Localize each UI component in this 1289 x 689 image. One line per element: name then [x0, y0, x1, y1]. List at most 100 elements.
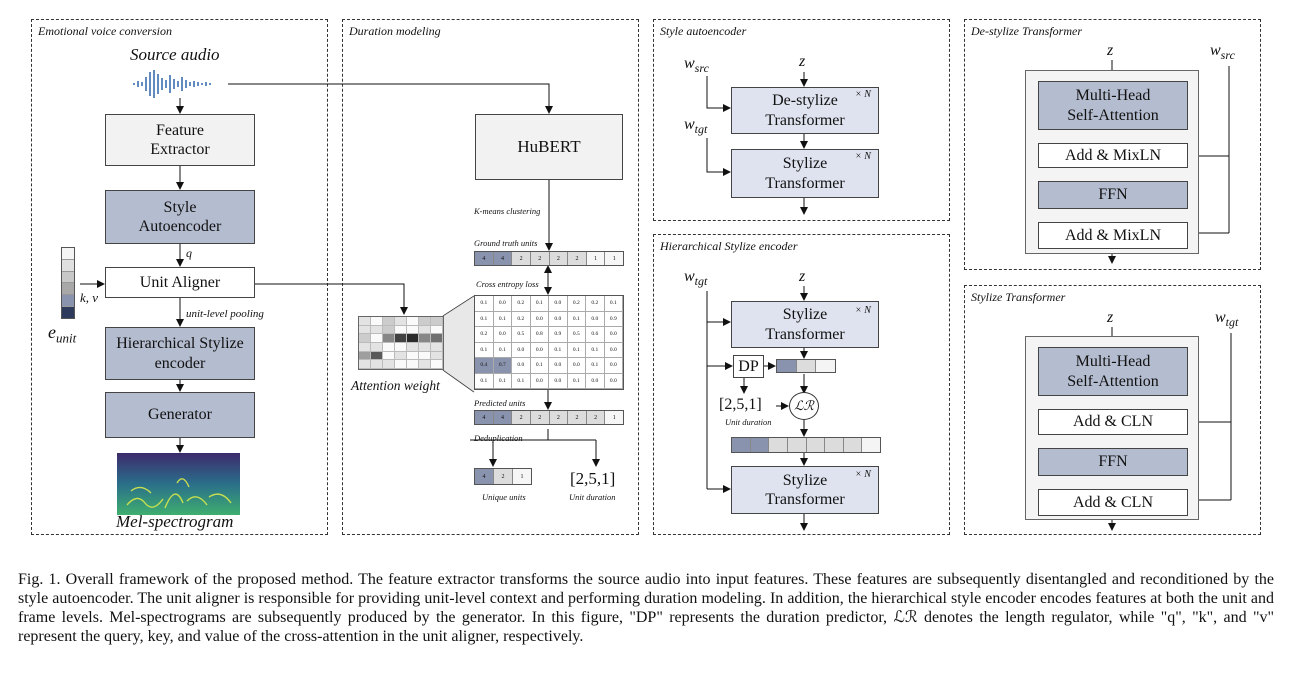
unit-duration-value: [2,5,1]	[570, 469, 616, 488]
attention-cell	[371, 317, 383, 326]
unit-duration-label: Unit duration	[725, 417, 772, 427]
repeat-n-label: × N	[855, 89, 871, 100]
add-mixln-box: Add & MixLN	[1038, 143, 1188, 168]
matrix-cell: 0.5	[512, 327, 531, 343]
length-regulator-circle: ℒℛ	[789, 392, 819, 420]
stylize-transformer-box: Stylize Transformer	[731, 149, 879, 198]
attention-cell	[395, 325, 407, 335]
unit-pooling-label: unit-level pooling	[186, 308, 264, 320]
unit-cell: 2	[512, 411, 531, 424]
matrix-cell: 0.1	[493, 342, 512, 358]
unit-cell: 2	[530, 411, 550, 424]
e-symbol: e	[48, 322, 56, 342]
unit-cell: 2	[549, 252, 569, 265]
attention-weight-grid	[358, 316, 444, 370]
unit-cell: 1	[586, 252, 606, 265]
w-subscript: tgt	[1225, 315, 1239, 330]
attention-cell	[419, 342, 431, 352]
attention-cell	[359, 342, 371, 352]
panel-title: Duration modeling	[349, 24, 441, 38]
attention-cell	[371, 360, 383, 369]
w-symbol: w	[1215, 309, 1226, 326]
attention-cell	[407, 360, 419, 369]
attention-cell	[419, 317, 431, 326]
panel-title: Stylize Transformer	[971, 290, 1066, 304]
matrix-cell: 0.1	[567, 373, 586, 389]
attention-cell	[371, 351, 383, 361]
unit-cell: 2	[512, 252, 531, 265]
matrix-cell: 0.1	[530, 296, 549, 312]
unit-cell: 4	[475, 252, 494, 265]
unit-cell: 2	[568, 252, 587, 265]
panel-stylize-transformer: Stylize Transformer	[964, 285, 1261, 535]
matrix-cell: 0.9	[549, 327, 568, 343]
deduplication-label: Deduplication	[474, 433, 523, 443]
attention-cell	[395, 342, 407, 352]
w-subscript: src	[1220, 48, 1235, 63]
generator-box: Generator	[105, 392, 255, 438]
unit-cell: 4	[493, 252, 513, 265]
attention-cell	[371, 325, 383, 335]
attention-cell	[383, 360, 395, 369]
matrix-cell: 0.0	[549, 311, 568, 327]
matrix-cell: 0.0	[604, 358, 623, 374]
matrix-cell: 0.2	[475, 327, 494, 343]
panel-duration-modeling: Duration modeling	[342, 19, 639, 535]
matrix-cell: 0.0	[549, 296, 568, 312]
predicted-units-label: Predicted units	[474, 398, 526, 408]
w-tgt-symbol: wtgt	[1215, 309, 1238, 330]
e-subscript: unit	[56, 330, 77, 346]
key-value-label: k, v	[80, 290, 99, 305]
attention-cell	[407, 351, 419, 361]
ffn-box: FFN	[1038, 448, 1188, 476]
attention-cell	[395, 360, 407, 369]
w-subscript: src	[694, 61, 709, 76]
attention-cell	[407, 325, 419, 335]
unit-cell: 2	[549, 411, 569, 424]
w-symbol: w	[684, 116, 695, 133]
unit-feature-strip	[776, 359, 836, 373]
attention-cell	[371, 342, 383, 352]
waveform-icon	[133, 70, 211, 98]
panel-destylize-transformer: De-stylize Transformer	[964, 19, 1261, 270]
repeat-n-label: × N	[855, 151, 871, 162]
hierarchical-stylize-encoder-box: Hierarchical Stylize encoder	[105, 327, 255, 380]
w-symbol: w	[684, 268, 695, 285]
panel-title: De-stylize Transformer	[971, 24, 1082, 38]
attention-cell	[395, 351, 407, 361]
matrix-cell: 0.1	[567, 311, 586, 327]
w-src-symbol: wsrc	[1210, 42, 1235, 63]
matrix-cell: 0.0	[493, 327, 512, 343]
unit-cell: 1	[605, 411, 623, 424]
unit-cell: 2	[586, 411, 606, 424]
matrix-cell: 0.8	[530, 327, 549, 343]
matrix-cell: 0.1	[530, 358, 549, 374]
attention-cell	[407, 317, 419, 326]
unique-units-label: Unique units	[482, 492, 526, 502]
unit-aligner-box: Unit Aligner	[105, 267, 255, 298]
unit-cell: 1	[513, 469, 531, 484]
matrix-cell: 0.0	[549, 373, 568, 389]
matrix-cell: 0.2	[512, 296, 531, 312]
panel-style-autoencoder: Style autoencoder	[653, 19, 950, 221]
attention-cell	[431, 334, 443, 343]
style-autoencoder-box: Style Autoencoder	[105, 190, 255, 244]
matrix-cell: 0.0	[586, 311, 605, 327]
attention-cell	[419, 325, 431, 335]
source-audio-label: Source audio	[130, 45, 220, 64]
w-symbol: w	[1210, 42, 1221, 59]
w-subscript: tgt	[694, 274, 708, 289]
multi-head-self-attention-box: Multi-Head Self-Attention	[1038, 81, 1188, 130]
w-subscript: tgt	[694, 122, 708, 137]
matrix-cell: 0.0	[512, 342, 531, 358]
hubert-box: HuBERT	[475, 114, 623, 180]
unit-cell: 4	[493, 411, 513, 424]
query-label: q	[186, 246, 192, 260]
unit-duration-value: [2,5,1]	[719, 396, 762, 413]
mel-spectrogram-label: Mel-spectrogram	[116, 512, 234, 531]
matrix-cell: 0.0	[530, 373, 549, 389]
attention-cell	[383, 342, 395, 352]
stylize-transformer-bottom-box: Stylize Transformer	[731, 466, 879, 514]
unit-cell: 4	[475, 469, 494, 484]
